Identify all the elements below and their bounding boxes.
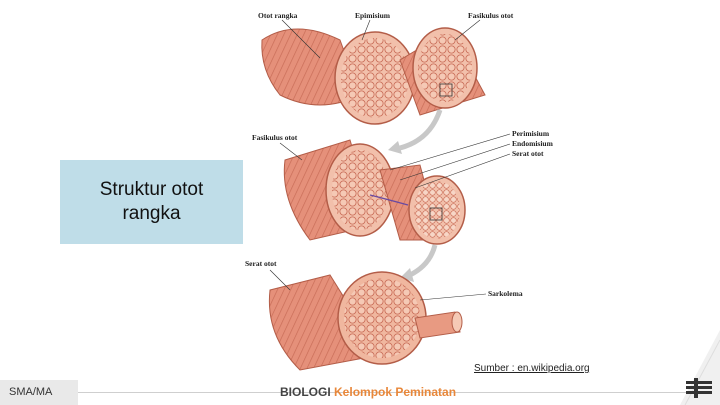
footer-title: BIOLOGI Kelompok Peminatan (280, 385, 456, 399)
label-fasikulus-otot-top: Fasikulus otot (468, 11, 514, 20)
muscle-fiber (269, 272, 462, 370)
source-link[interactable]: Sumber : en.wikipedia.org (474, 363, 590, 374)
label-serat-otot-right: Serat otot (512, 149, 544, 158)
label-fasikulus-otot-mid: Fasikulus otot (252, 133, 298, 142)
label-otot-rangka: Otot rangka (258, 11, 298, 20)
footer-level: SMA/MA (9, 386, 52, 398)
footer-subtitle: Kelompok Peminatan (334, 385, 456, 399)
slide-title: Struktur otot rangka (100, 178, 204, 226)
footer: SMA/MA BIOLOGI Kelompok Peminatan (0, 380, 720, 405)
footer-subject: BIOLOGI (280, 385, 331, 399)
whole-muscle (262, 28, 485, 124)
label-perimisium: Perimisium (512, 129, 550, 138)
down-arrow-icon (400, 110, 440, 148)
label-sarkolema: Sarkolema (488, 289, 523, 298)
label-serat-otot-left: Serat otot (245, 259, 277, 268)
label-epimisium: Epimisium (355, 11, 391, 20)
footer-level-box: SMA/MA (0, 380, 78, 405)
label-endomisium: Endomisium (512, 139, 554, 148)
logo-icon (684, 377, 714, 399)
title-box: Struktur otot rangka (60, 160, 243, 244)
muscle-structure-diagram: Otot rangka Epimisium Fasikulus otot Fas… (240, 0, 580, 375)
